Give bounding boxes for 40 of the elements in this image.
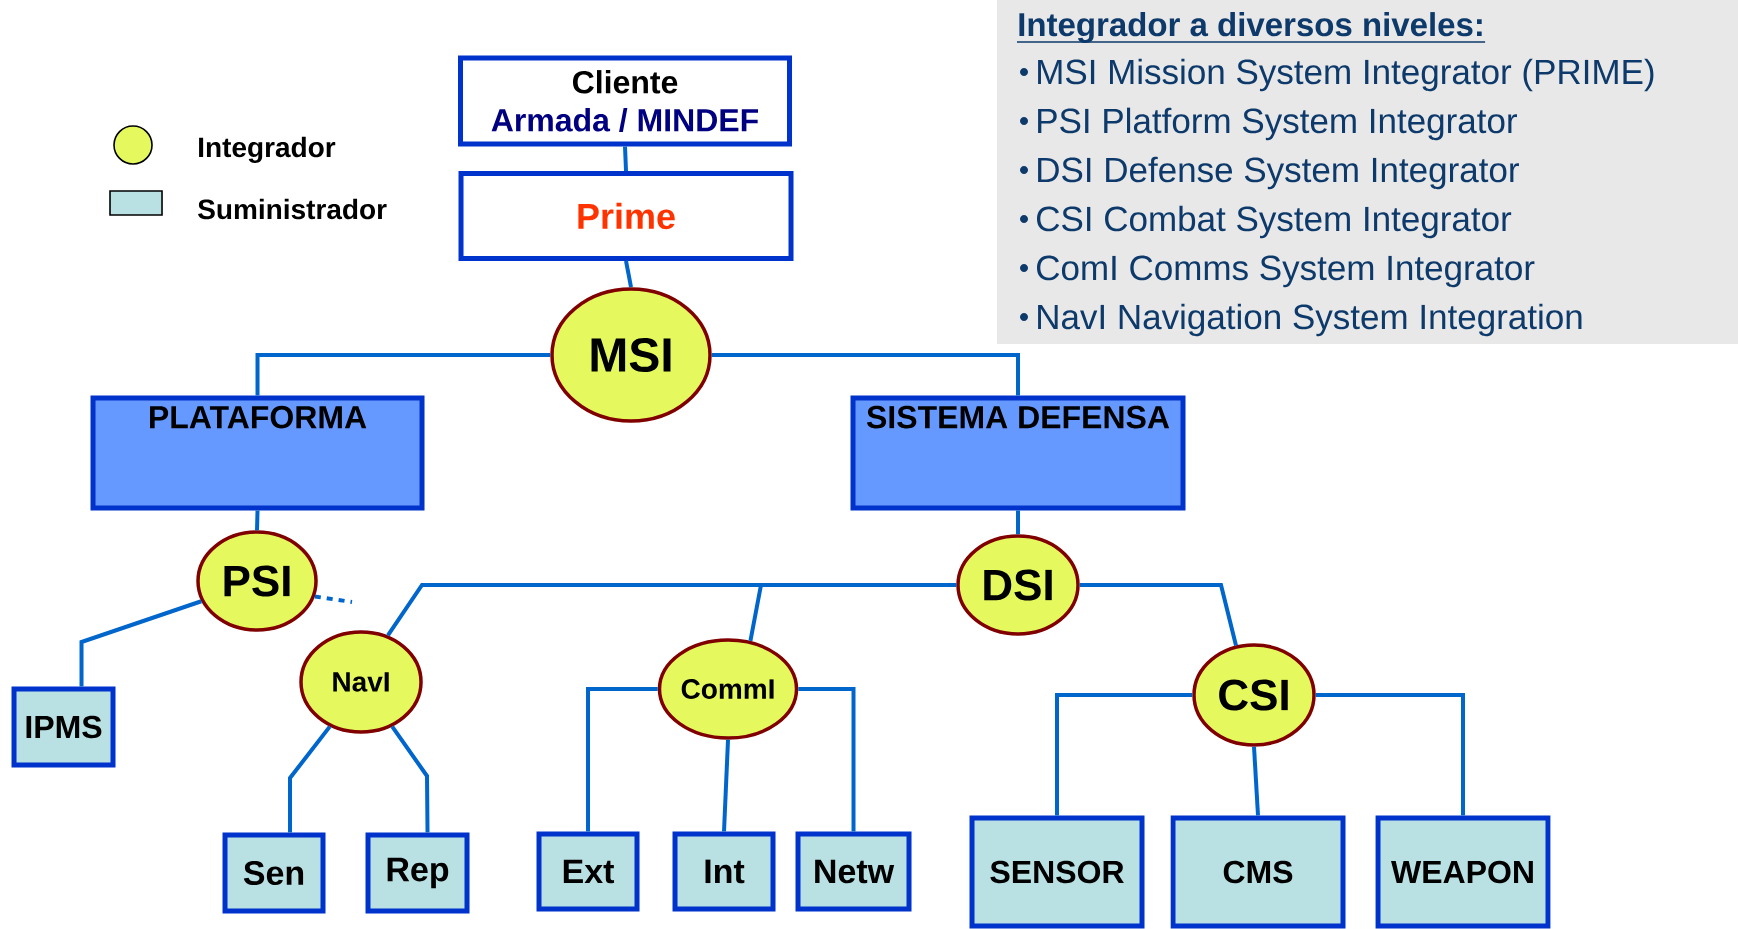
panel-heading: Integrador a diversos niveles: [1016, 12, 1486, 43]
connector-line [1079, 583, 1238, 646]
connector-line [390, 725, 430, 833]
legend-label: Suministrador [198, 198, 387, 220]
connector-line [288, 725, 332, 833]
bullet-item: ComI Comms System Integrator [1020, 255, 1535, 288]
supplier-box: Int [672, 831, 776, 912]
supplier-box: CMS [1170, 815, 1346, 929]
bullet-item: DSI Defense System Integrator [1020, 156, 1519, 190]
connector-line [1016, 510, 1020, 535]
supplier-box: SENSOR [969, 815, 1145, 929]
connector-line [711, 353, 1020, 396]
supplier-box: Rep [365, 832, 470, 914]
connector-line [255, 353, 551, 396]
connector-line [1315, 693, 1465, 816]
bullet-item: CSI Combat System Integrator [1020, 205, 1512, 239]
connector-line [586, 687, 658, 832]
supplier-box: Netw [795, 831, 912, 912]
connector-line [314, 594, 353, 604]
connector-line [798, 687, 856, 832]
legend-label: Integrador [199, 136, 336, 163]
connector-line [748, 583, 957, 642]
box: Cliente Armada / MINDEF [458, 55, 792, 147]
connector-line [722, 739, 730, 832]
supplier-box: Ext [536, 831, 640, 912]
box: Prime [458, 171, 794, 261]
connector-line [1252, 746, 1260, 816]
connector-line [624, 260, 633, 288]
connector-line [1055, 693, 1193, 816]
connector-line [623, 146, 628, 172]
connector-line [255, 510, 260, 531]
bullet-item: NavI Navigation System Integration [1020, 303, 1582, 337]
bullet-item: MSI Mission System Integrator (PRIME) [1020, 58, 1654, 92]
group-box: SISTEMA DEFENSA [850, 395, 1186, 511]
supplier-box: IPMS [11, 686, 116, 768]
supplier-box: WEAPON [1375, 815, 1551, 929]
connector-line [79, 599, 202, 687]
group-box: PLATAFORMA [90, 395, 425, 511]
bullet-item: PSI Platform System Integrator [1020, 107, 1517, 141]
supplier-box: Sen [222, 832, 326, 914]
